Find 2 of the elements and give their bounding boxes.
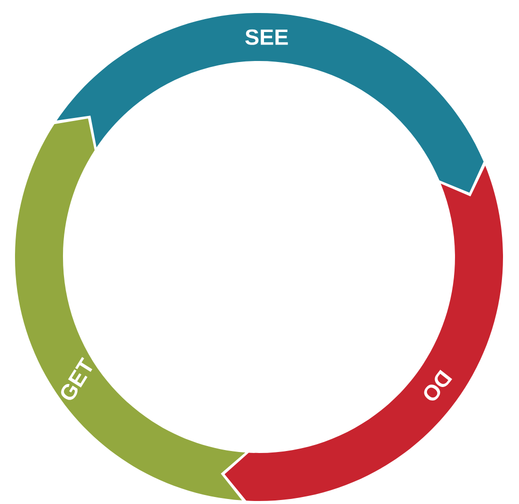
arc-segment: DO bbox=[224, 166, 503, 501]
arc-segment: SEE bbox=[56, 13, 484, 193]
